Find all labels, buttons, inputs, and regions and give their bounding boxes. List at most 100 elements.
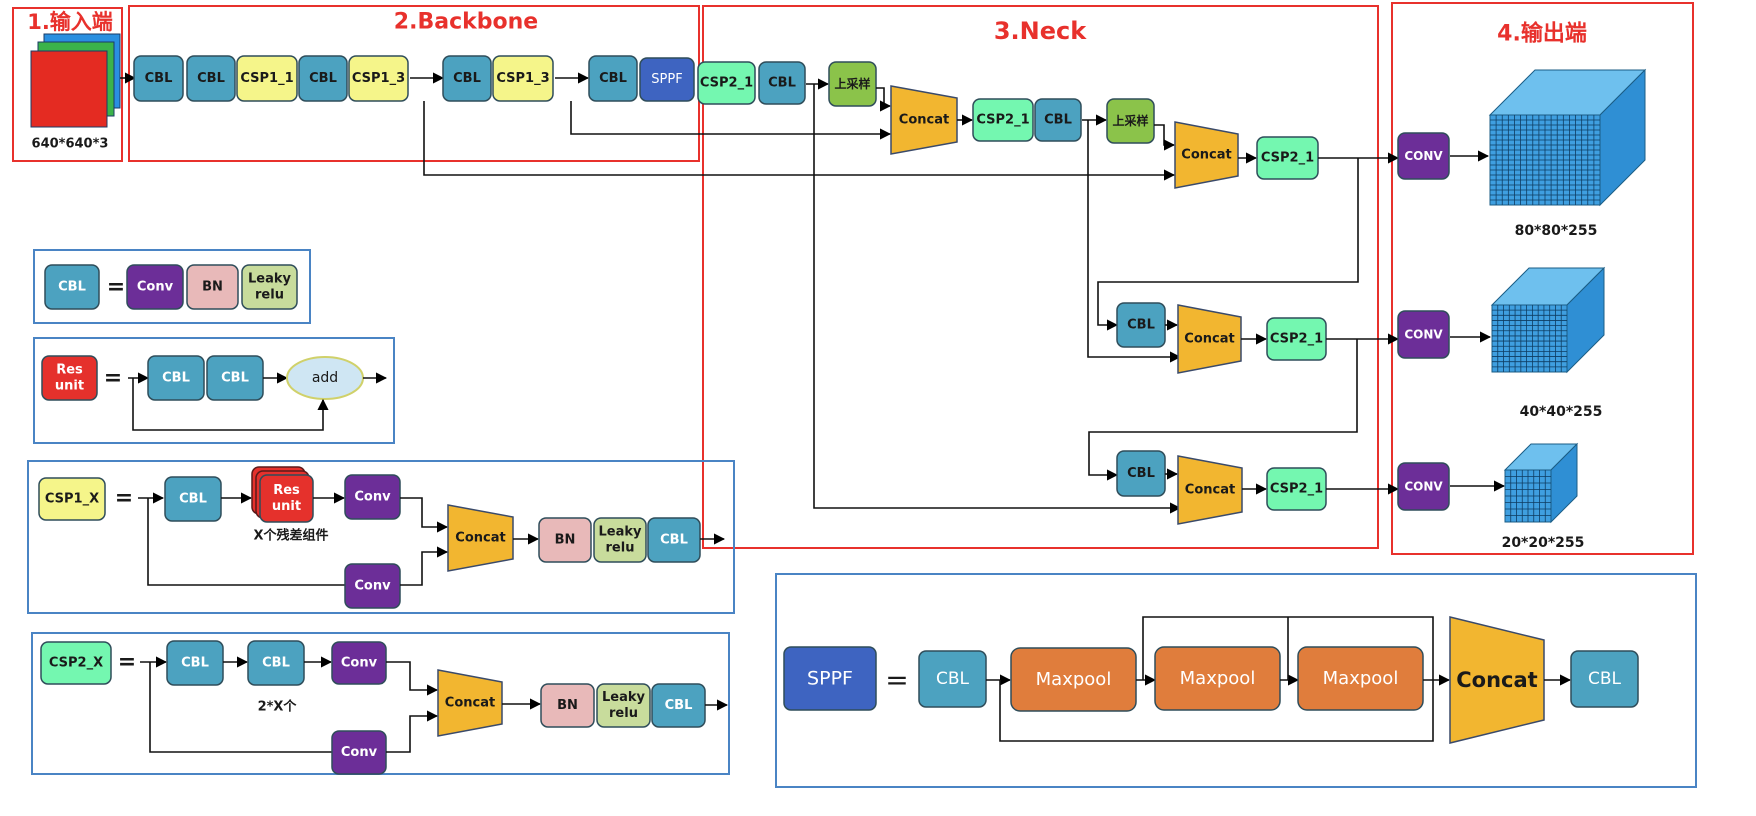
legend-cbl-conv (126, 264, 184, 310)
legend-csp1-leaky-label-1: Leaky (599, 525, 643, 540)
legend-cbl-leaky-label-2: relu (255, 288, 284, 303)
neck-cbl-4-label: CBL (1127, 466, 1155, 481)
neck-concat-3 (1177, 304, 1242, 374)
neck-concat-1-label: Concat (899, 113, 949, 128)
legend-cbl-equals: = (107, 275, 125, 300)
legend-csp2-conv-2-label: Conv (341, 745, 378, 760)
legend-csp2-x (40, 641, 112, 685)
legend-csp1-leaky-label-2: relu (606, 541, 635, 556)
neck-csp2-1b-label: CSP2_1 (976, 113, 1029, 128)
backbone-cbl-3 (298, 55, 348, 102)
neck-concat-3-label: Concat (1184, 332, 1234, 347)
backbone-cbl-3-label: CBL (309, 71, 337, 86)
skip-backbone-to-concat1 (570, 101, 892, 140)
legend-csp2-cbl-out-label: CBL (665, 698, 693, 713)
legend-sppf-cbl-2-label: CBL (1588, 669, 1622, 689)
output-conv-2 (1397, 310, 1450, 359)
neck-csp2-1a-label: CSP2_1 (700, 76, 753, 91)
section-neck-frame (702, 5, 1379, 549)
legend-csp1-res-unit-label-2: unit (272, 499, 301, 514)
neck-upsample-1 (828, 61, 877, 107)
legend-sppf-branch-3 (999, 680, 1434, 742)
legend-csp1-x-label: CSP1_X (45, 492, 99, 507)
neck-csp2-1b (972, 98, 1034, 142)
legend-csp2-leaky-label-2: relu (609, 706, 638, 721)
legend-cbl-leaky-label-1: Leaky (248, 272, 292, 287)
legend-res-unit (41, 355, 98, 401)
legend-csp1-bn-label: BN (555, 533, 576, 548)
backbone-sppf (639, 57, 695, 102)
legend-csp2-conv-1-label: Conv (341, 656, 378, 671)
neck-concat-2-label: Concat (1181, 148, 1231, 163)
legend-csp1-conv-2 (344, 563, 401, 609)
neck-cbl-2 (1034, 98, 1082, 142)
output-size-80: 80*80*255 (1515, 223, 1598, 239)
legend-csp1-equals: = (115, 486, 133, 511)
legend-csp1-conv-1 (344, 474, 401, 520)
legend-res-add-label: add (312, 370, 338, 386)
neck-csp2-1c-label: CSP2_1 (1261, 151, 1314, 166)
legend-sppf-cbl-1-label: CBL (936, 669, 970, 689)
arrow-up1-concat1 (876, 87, 892, 112)
legend-csp2-equals: = (118, 650, 136, 675)
backbone-cbl-4-label: CBL (453, 71, 481, 86)
neck-csp2-1a (697, 61, 756, 105)
legend-sppf-frame (775, 573, 1697, 788)
legend-csp1-cbl-out-label: CBL (660, 533, 688, 548)
legend-csp2-cbl-1 (166, 640, 224, 686)
output-cube-40-front (1491, 304, 1568, 373)
legend-cbl-label: CBL (58, 280, 86, 295)
backbone-csp1-1 (236, 55, 298, 102)
legend-csp2-concat-label: Concat (445, 696, 495, 711)
legend-csp2-arrow-concat-1 (386, 661, 439, 696)
backbone-cbl-5-label: CBL (599, 71, 627, 86)
legend-csp1-concat-label: Concat (455, 531, 505, 546)
output-conv-1-label: CONV (1404, 149, 1443, 163)
skip-backbone-to-concat2 (423, 101, 1176, 181)
section-backbone-title: 2.Backbone (394, 10, 538, 35)
legend-res-frame (33, 337, 395, 444)
legend-csp2-arrow-concat-2 (386, 710, 439, 753)
output-conv-2-label: CONV (1404, 328, 1443, 342)
legend-sppf-maxpool-3-label: Maxpool (1323, 668, 1399, 689)
section-output-frame (1391, 2, 1694, 555)
legend-res-unit-label-1: Res (56, 363, 83, 378)
legend-csp1-frame (27, 460, 735, 614)
backbone-cbl-4 (442, 55, 492, 102)
route-csp-down-to-mid (1097, 158, 1359, 331)
neck-cbl-1 (758, 61, 806, 105)
legend-cbl (44, 264, 100, 310)
legend-cbl-conv-label: Conv (137, 280, 174, 295)
legend-sppf (783, 646, 877, 711)
neck-upsample-1-label: 上采样 (834, 76, 870, 91)
legend-sppf-maxpool-1-label: Maxpool (1036, 669, 1112, 690)
input-size-label: 640*640*3 (32, 137, 109, 152)
legend-csp2-conv-1 (331, 641, 387, 685)
legend-sppf-maxpool-3 (1297, 646, 1424, 711)
legend-sppf-label: SPPF (807, 668, 853, 690)
legend-res-cbl-2-label: CBL (221, 371, 249, 386)
legend-csp2-bn-label: BN (557, 698, 578, 713)
backbone-csp1-3b-label: CSP1_3 (496, 71, 549, 86)
arrow-up2-concat2 (1154, 124, 1176, 151)
output-size-20: 20*20*255 (1502, 535, 1585, 551)
legend-cbl-bn-label: BN (202, 280, 223, 295)
legend-csp2-leaky (596, 683, 651, 728)
legend-res-cbl-1-label: CBL (162, 371, 190, 386)
legend-res-equals: = (104, 366, 122, 391)
legend-sppf-equals: = (885, 664, 908, 697)
legend-csp1-skip (147, 498, 345, 586)
legend-csp1-arrow-concat-2 (400, 546, 449, 586)
skip-cbl2-to-concat-mid (1087, 120, 1182, 363)
skip-cbl1-to-concat-bottom (813, 84, 1182, 514)
section-input-title: 1.输入端 (27, 10, 113, 34)
legend-cbl-frame (33, 249, 311, 324)
legend-csp2-note: 2*X个 (258, 699, 298, 715)
legend-csp2-leaky-label-1: Leaky (602, 690, 646, 705)
legend-csp1-cbl (164, 476, 222, 522)
legend-sppf-maxpool-2 (1154, 646, 1281, 711)
legend-sppf-concat-label: Concat (1456, 668, 1537, 692)
section-output-title: 4.输出端 (1497, 21, 1587, 47)
neck-concat-2 (1174, 121, 1239, 189)
